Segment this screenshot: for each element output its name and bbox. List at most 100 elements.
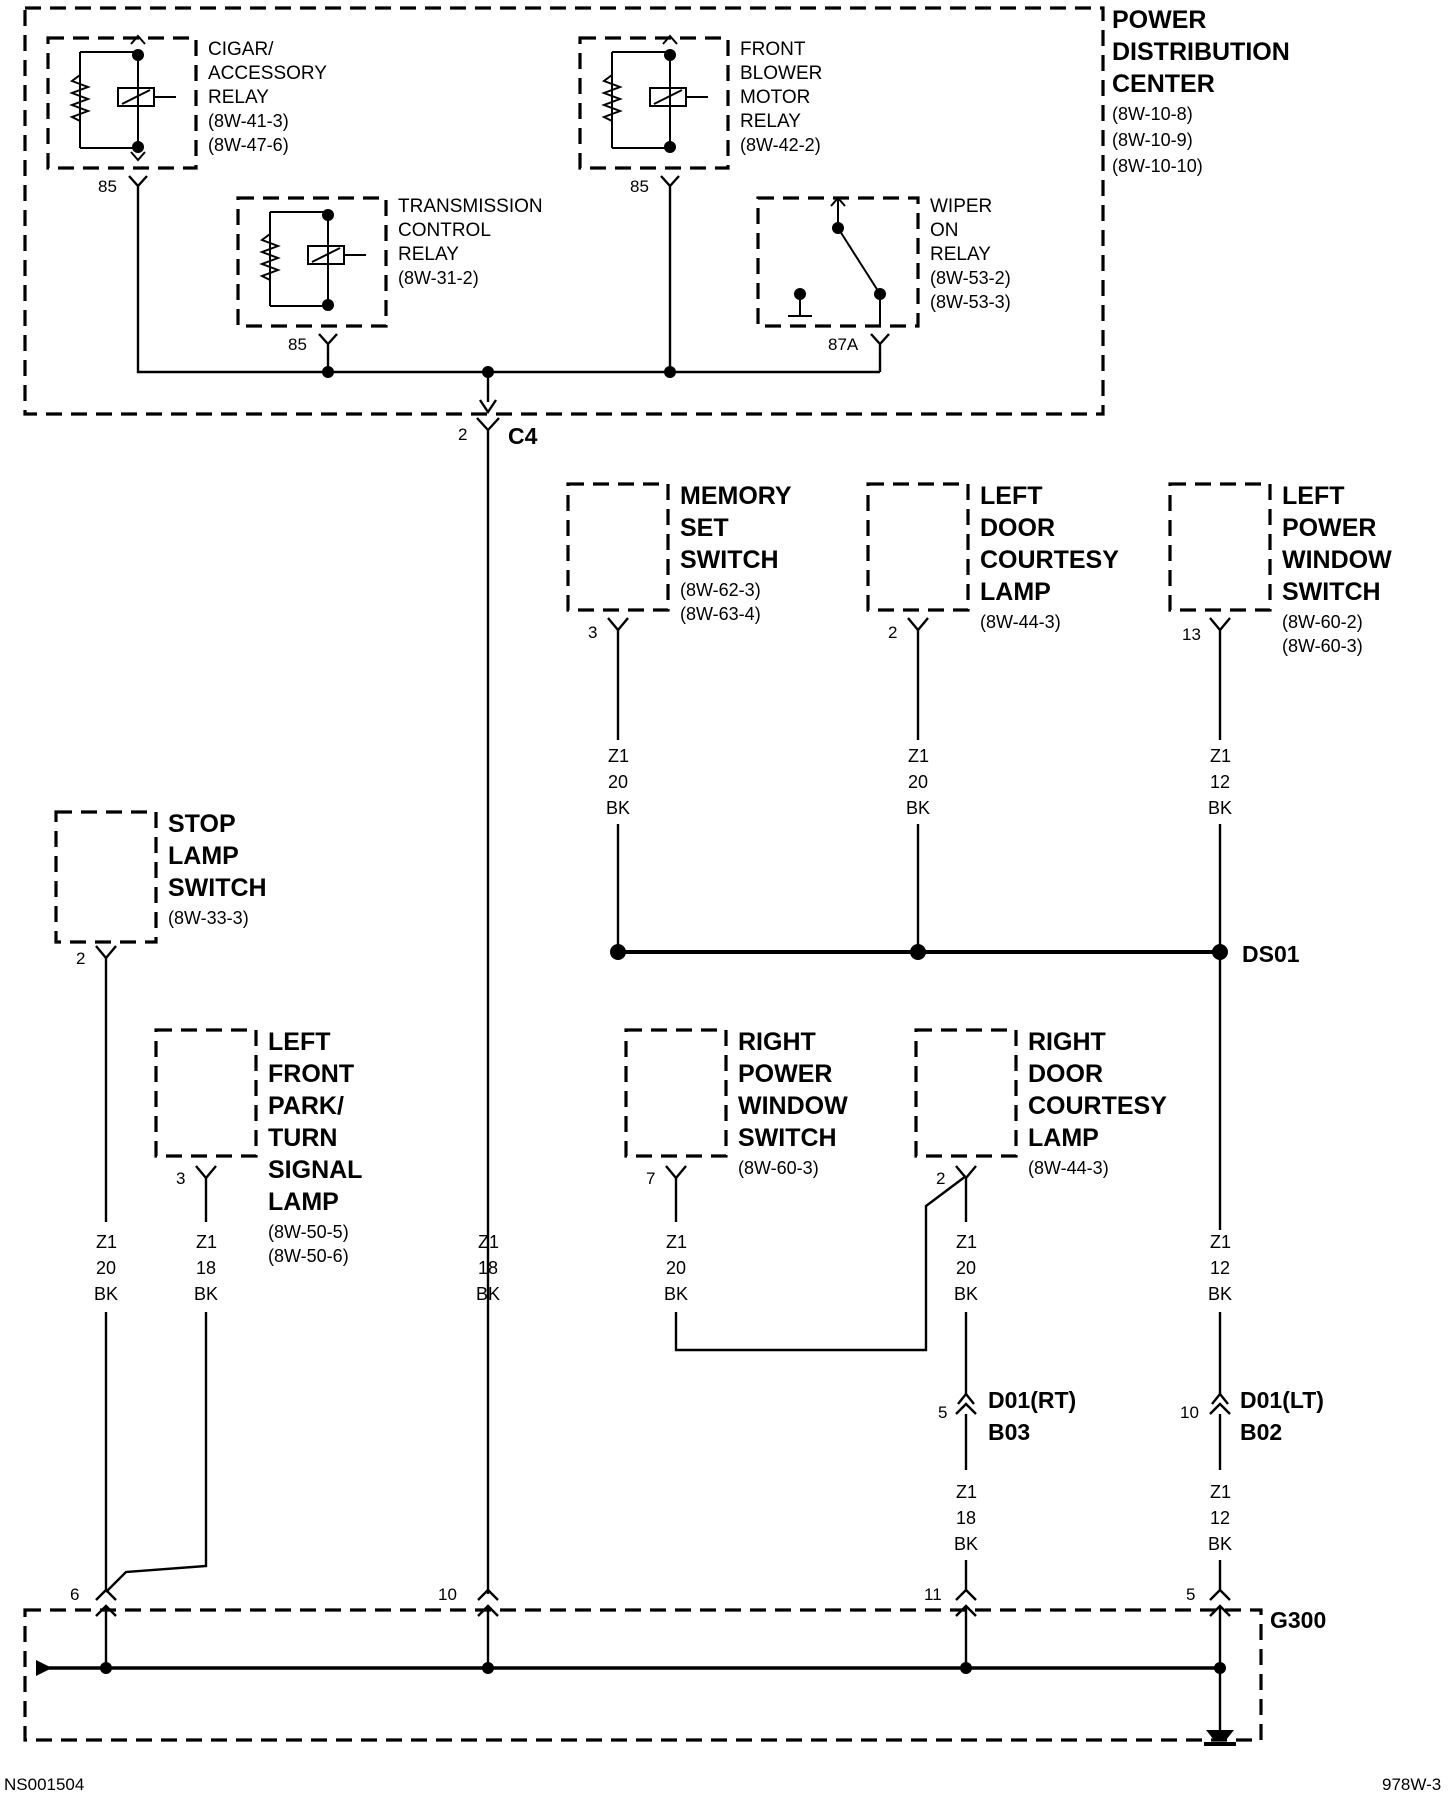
d01lt-line2: B02 [1240,1419,1282,1445]
wire2-l3: BK [906,798,930,818]
comp1-ref1: (8W-62-3) [680,580,761,600]
wire4-l3: BK [94,1284,118,1304]
comp7-line2: DOOR [1028,1060,1103,1088]
relay3-line1: FRONT [740,39,806,60]
comp1-pin: 3 [588,623,597,642]
wire9-l2: 12 [1210,1258,1230,1278]
comp5-line5: SIGNAL [268,1156,362,1184]
wire6-l2: 18 [478,1258,498,1278]
wire11-l2: 12 [1210,1508,1230,1528]
wire9-l3: BK [1208,1284,1232,1304]
stop-lamp-switch: STOP LAMP SWITCH (8W-33-3) 2 Z1 20 BK [54,810,267,1592]
d01lt-pin: 10 [1180,1403,1199,1422]
relay1-line1: CIGAR/ [208,39,274,60]
memory-set-switch: MEMORY SET SWITCH (8W-62-3) (8W-63-4) 3 … [566,482,792,952]
g300-pin-6: 6 [70,1585,79,1604]
pdc-title-3: CENTER [1112,70,1215,98]
wire2-l1: Z1 [908,746,929,766]
relay4-line3: RELAY [930,244,991,265]
wire8-l3: BK [954,1284,978,1304]
comp4-line2: LAMP [168,842,239,870]
relay3-ref1: (8W-42-2) [740,135,821,155]
d01rt-line2: B03 [988,1419,1030,1445]
wire5-l1: Z1 [196,1232,217,1252]
wire6-l1: Z1 [478,1232,499,1252]
comp2-pin: 2 [888,623,897,642]
c4-wire-labels: Z1 18 BK [476,1232,500,1304]
footer-right: 978W-3 [1382,1775,1441,1794]
comp5-ref2: (8W-50-6) [268,1246,349,1266]
d01rt-pin: 5 [938,1403,947,1422]
g300-pin-5: 5 [1186,1585,1195,1604]
relay3-line2: BLOWER [740,63,822,84]
transmission-control-relay: TRANSMISSION CONTROL RELAY (8W-31-2) 85 [236,196,543,354]
comp6-ref1: (8W-60-3) [738,1158,819,1178]
comp3-line1: LEFT [1282,482,1345,510]
comp6-pin: 7 [646,1169,655,1188]
wire3-l1: Z1 [1210,746,1231,766]
pdc-ref-3: (8W-10-10) [1112,156,1203,176]
pdc-title-2: DISTRIBUTION [1112,38,1290,66]
comp4-line1: STOP [168,810,236,838]
comp2-line1: LEFT [980,482,1043,510]
relay4-line2: ON [930,220,959,241]
wire10-l3: BK [954,1534,978,1554]
comp4-line3: SWITCH [168,874,267,902]
power-distribution-center: POWER DISTRIBUTION CENTER (8W-10-8) (8W-… [23,6,1290,416]
comp3-line3: WINDOW [1282,546,1392,574]
comp5-line3: PARK/ [268,1092,344,1120]
g300-label: G300 [1270,1607,1326,1633]
right-door-courtesy-lamp: RIGHT DOOR COURTESY LAMP (8W-44-3) 2 Z1 … [914,1028,1167,1394]
g300-pin-10: 10 [438,1585,457,1604]
comp6-line1: RIGHT [738,1028,816,1056]
comp5-ref1: (8W-50-5) [268,1222,349,1242]
comp6-line2: POWER [738,1060,832,1088]
relay2-line2: CONTROL [398,220,491,241]
d01-rt-connector: 5 D01(RT) B03 Z1 18 BK [938,1387,1076,1592]
wire3-l2: 12 [1210,772,1230,792]
wire3-l3: BK [1208,798,1232,818]
d01rt-line1: D01(RT) [988,1387,1076,1413]
comp7-line3: COURTESY [1028,1092,1167,1120]
relay2-ref1: (8W-31-2) [398,268,479,288]
left-power-window-switch: LEFT POWER WINDOW SWITCH (8W-60-2) (8W-6… [1168,482,1392,1230]
right-power-window-switch: RIGHT POWER WINDOW SWITCH (8W-60-3) 7 Z1… [624,1028,967,1352]
wire11-l3: BK [1208,1534,1232,1554]
wire7-l1: Z1 [666,1232,687,1252]
g300-pin-11: 11 [924,1585,942,1604]
relay3-line3: MOTOR [740,87,810,108]
comp5-line2: FRONT [268,1060,354,1088]
comp7-line1: RIGHT [1028,1028,1106,1056]
wire8-l2: 20 [956,1258,976,1278]
comp3-ref1: (8W-60-2) [1282,612,1363,632]
comp4-ref1: (8W-33-3) [168,908,249,928]
comp3-line4: SWITCH [1282,578,1381,606]
comp6-line3: WINDOW [738,1092,848,1120]
relay1-ref1: (8W-41-3) [208,111,289,131]
comp2-line2: DOOR [980,514,1055,542]
left-door-courtesy-lamp: LEFT DOOR COURTESY LAMP (8W-44-3) 2 Z1 2… [866,482,1119,952]
pdc-internal-bus: 2 C4 [136,186,882,449]
wire11-l1: Z1 [1210,1482,1231,1502]
comp2-line4: LAMP [980,578,1051,606]
wire4-l1: Z1 [96,1232,117,1252]
comp5-line4: TURN [268,1124,337,1152]
wire7-l2: 20 [666,1258,686,1278]
wire2-l2: 20 [908,772,928,792]
relay2-line1: TRANSMISSION [398,196,543,217]
comp2-line3: COURTESY [980,546,1119,574]
relay4-line1: WIPER [930,196,992,217]
relay4-ref2: (8W-53-3) [930,292,1011,312]
wire4-l2: 20 [96,1258,116,1278]
relay1-line2: ACCESSORY [208,63,327,84]
c4-pin: 2 [458,425,467,444]
comp3-pin: 13 [1182,625,1201,644]
pdc-title-1: POWER [1112,6,1206,34]
relay4-pin: 87A [828,335,859,354]
relay1-pin: 85 [98,177,117,196]
comp6-line4: SWITCH [738,1124,837,1152]
comp4-pin: 2 [76,949,85,968]
cigar-accessory-relay: CIGAR/ ACCESSORY RELAY (8W-41-3) (8W-47-… [46,34,327,196]
wire10-l1: Z1 [956,1482,977,1502]
comp3-ref2: (8W-60-3) [1282,636,1363,656]
